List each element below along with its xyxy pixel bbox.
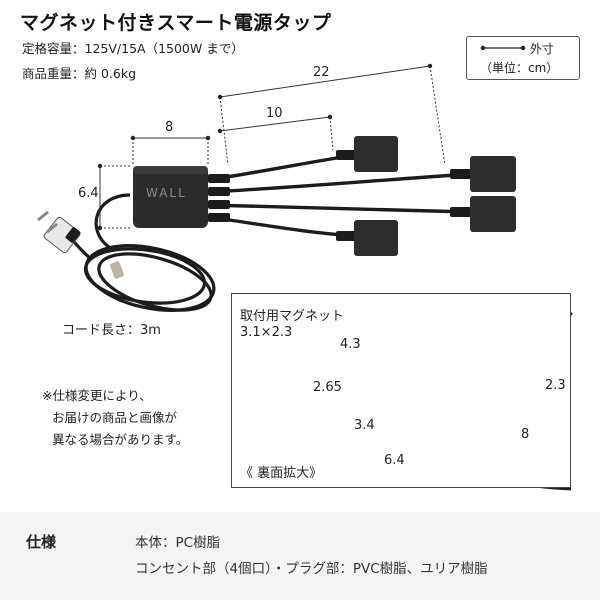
back-view-inset — [231, 293, 571, 488]
spec-footer — [0, 512, 600, 600]
dim-total-length: 22 — [313, 65, 330, 80]
magnet-size: 3.1×2.3 — [240, 325, 293, 340]
note-line-2: お届けの商品と画像が — [52, 410, 178, 425]
dim-body-height: 6.4 — [78, 186, 99, 201]
dim-body-width: 8 — [165, 120, 174, 135]
spec-weight: 商品重量：約 0.6kg — [22, 66, 137, 81]
magnet-title: 取付用マグネット — [240, 309, 345, 324]
brand-logo: WALL — [146, 186, 187, 200]
magnet-dim-bottom: 3.4 — [354, 418, 375, 433]
footer-body-material: 本体：PC樹脂 — [135, 535, 221, 551]
legend-label: 外寸 — [530, 42, 555, 56]
back-dim-right: 2.3 — [545, 378, 566, 393]
note-line-3: 異なる場合があります。 — [52, 432, 189, 447]
spec-rating: 定格容量：125V/15A（1500W まで） — [22, 41, 244, 56]
footer-label: 仕様 — [26, 533, 57, 551]
note-line-1: ※仕様変更により、 — [42, 388, 152, 403]
footer-parts-material: コンセント部（4個口）・プラグ部：PVC樹脂、ユリア樹脂 — [135, 561, 488, 577]
dimension-legend — [466, 36, 580, 80]
dim-short-cable: 10 — [266, 106, 283, 121]
page-title: マグネット付きスマート電源タップ — [20, 12, 332, 34]
cord-length: コード長さ：3m — [62, 323, 161, 338]
back-dim-bottom: 6.4 — [384, 453, 405, 468]
inset-caption: 《 裏面拡大》 — [240, 466, 323, 481]
back-dim-side: 8 — [521, 427, 530, 442]
legend-unit: （単位：cm） — [480, 61, 559, 75]
magnet-dim-left: 2.65 — [313, 380, 342, 395]
magnet-dim-top: 4.3 — [340, 337, 361, 352]
